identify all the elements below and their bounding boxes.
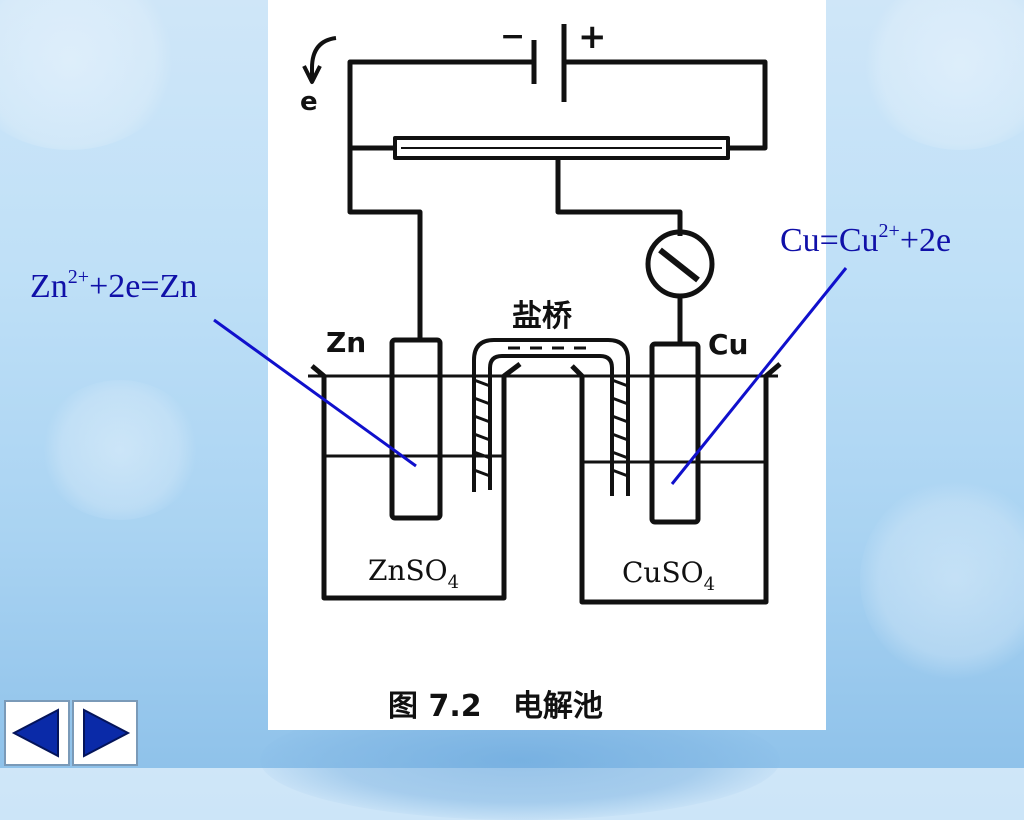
- electron-label: e: [300, 87, 318, 117]
- cu-so4-label: CuSO4: [622, 556, 715, 595]
- triangle-right-icon: [83, 708, 131, 758]
- background-flower: [860, 0, 1024, 150]
- figure-caption: 图 7.2 电解池: [388, 689, 603, 724]
- diagram-panel: − + e Zn Cu 盐桥 ZnSO4 CuSO4 图 7.2 电解池: [268, 0, 826, 730]
- salt-bridge-tube: [472, 338, 630, 496]
- circuit-wire-top-right: [564, 59, 768, 151]
- electron-arrowhead: [302, 65, 322, 84]
- electrolysis-cell-diagram: − + e Zn Cu 盐桥 ZnSO4 CuSO4 图 7.2 电解池: [300, 17, 782, 724]
- circuit-wire-left: [347, 100, 423, 340]
- cathode-equation: Zn2++2e=Zn: [30, 266, 198, 305]
- anode-equation: Cu=Cu2++2e: [780, 220, 952, 259]
- background-flower: [40, 380, 200, 520]
- cu-label: Cu: [708, 328, 748, 361]
- zn-so4-label: ZnSO4: [368, 554, 459, 593]
- cu-electrode: [649, 341, 701, 525]
- battery-minus-label: −: [500, 19, 525, 54]
- salt-bridge-hatching: [473, 346, 629, 478]
- triangle-left-icon: [11, 708, 59, 758]
- salt-bridge-label: 盐桥: [512, 299, 572, 334]
- zn-label: Zn: [326, 326, 366, 359]
- rheostat: [393, 136, 730, 160]
- electron-arrow: [310, 36, 337, 78]
- previous-slide-button[interactable]: [4, 700, 70, 766]
- next-slide-button[interactable]: [72, 700, 138, 766]
- circuit-wire-top: [347, 59, 534, 100]
- battery-plus-label: +: [578, 17, 607, 57]
- background-flower: [860, 480, 1024, 680]
- ammeter-needle: [658, 247, 700, 283]
- circuit-wire-slider: [555, 158, 683, 236]
- background-flower: [0, 0, 180, 150]
